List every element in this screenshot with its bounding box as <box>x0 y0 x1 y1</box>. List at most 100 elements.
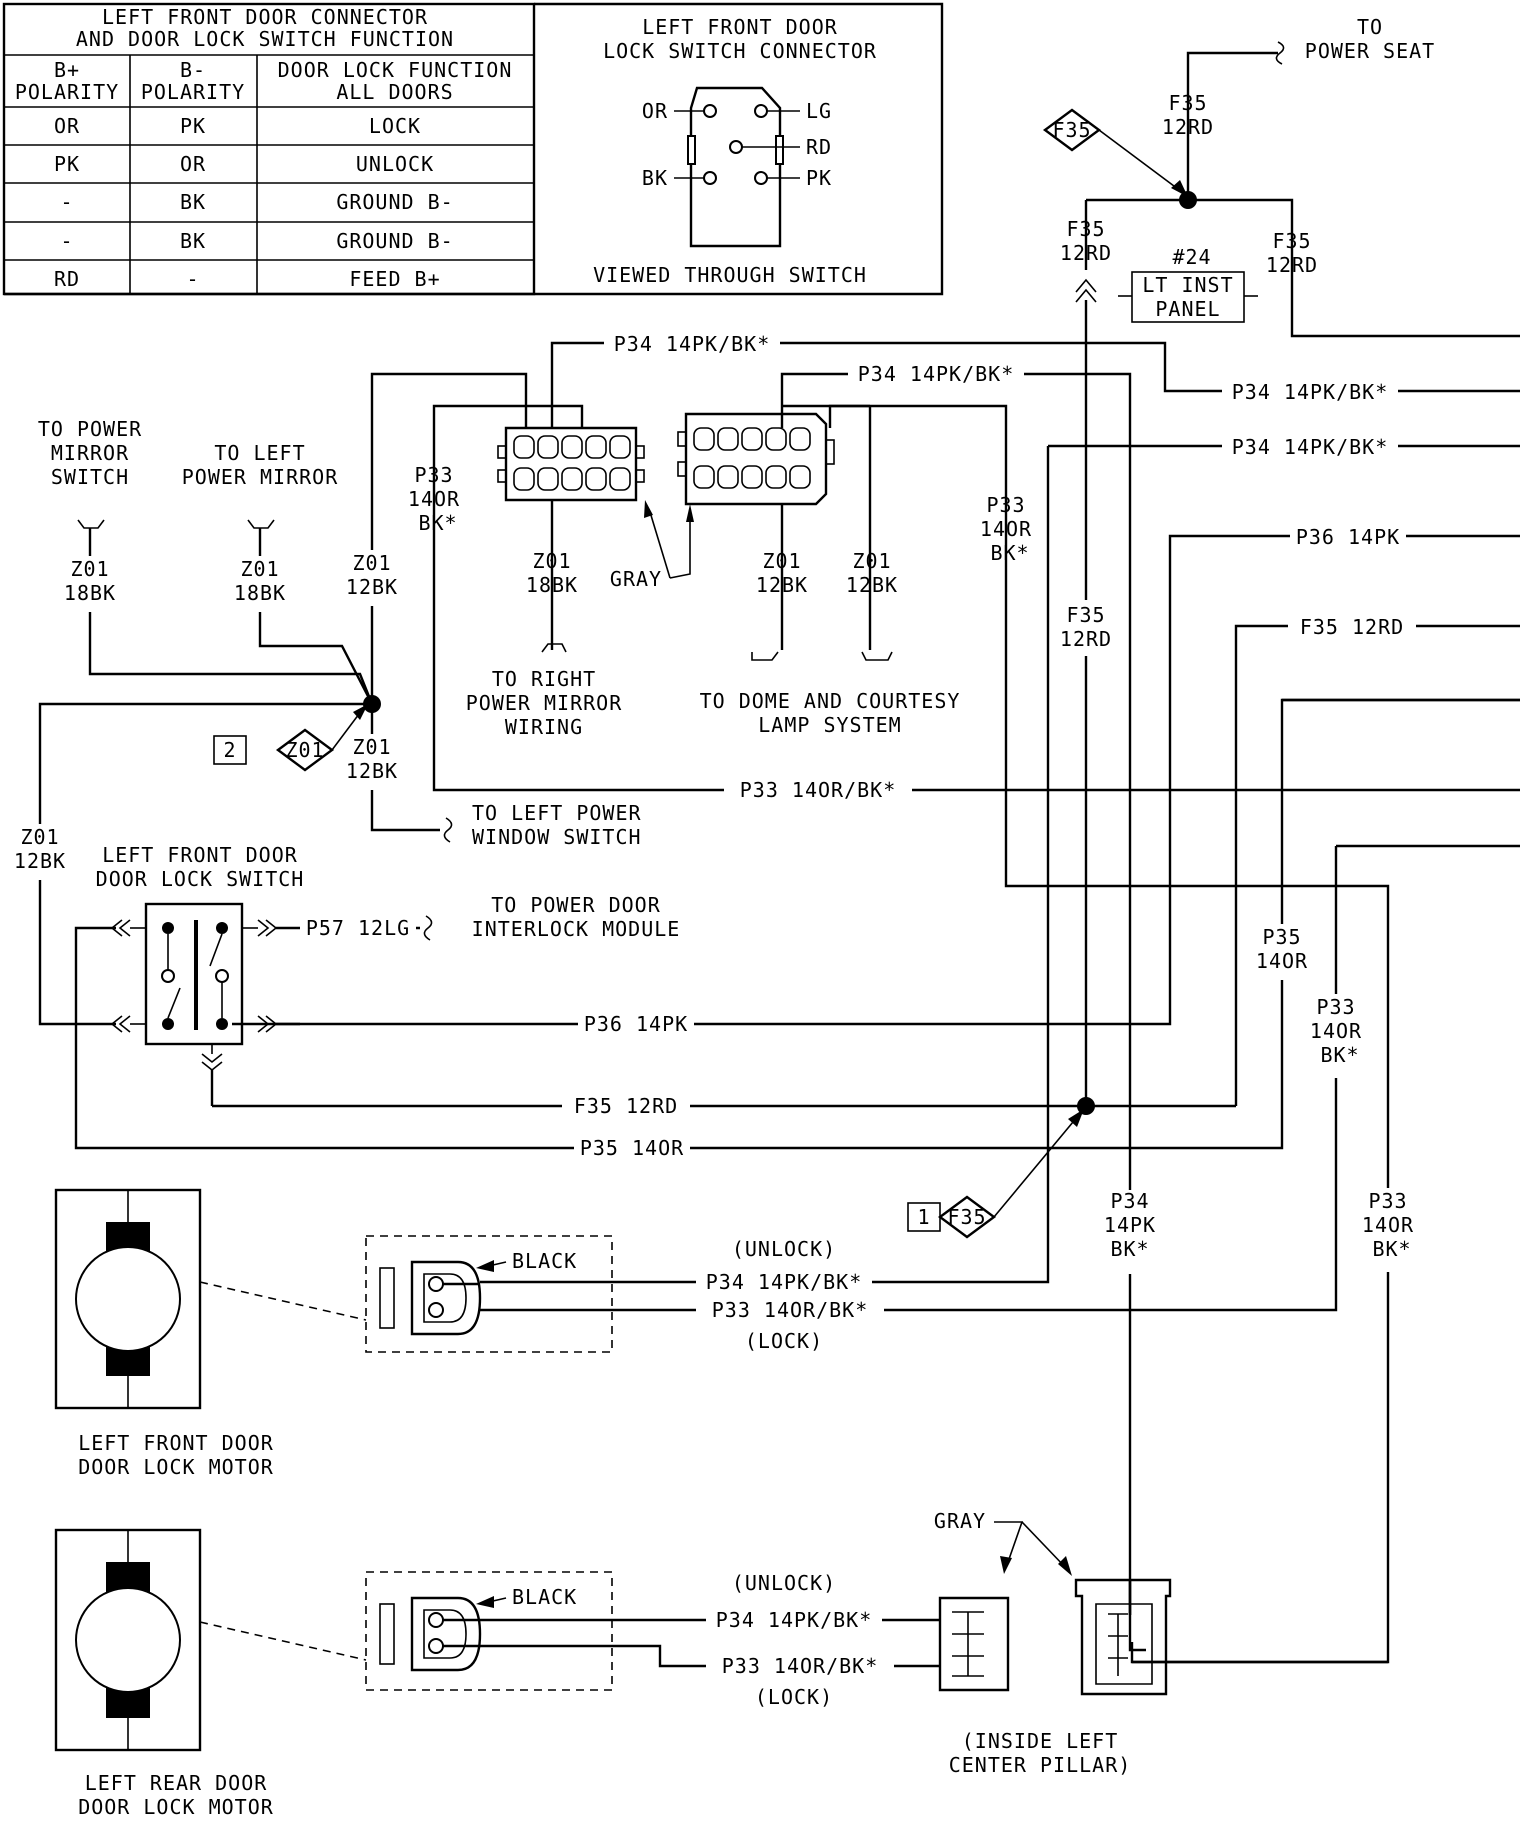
wire-label-f35: F35 <box>1168 91 1207 115</box>
wire-label-12rd: 12RD <box>1060 627 1112 651</box>
unlock-label: (UNLOCK) <box>732 1571 836 1595</box>
table-cell: OR <box>54 114 80 138</box>
lock-switch-body <box>144 902 244 1046</box>
lf-motor-label: LEFT FRONT DOOR <box>78 1431 274 1455</box>
wire-label-bk: BK* <box>1110 1237 1149 1261</box>
wire-label-z01: Z01 <box>352 735 391 759</box>
window-switch-label: TO LEFT POWER <box>472 801 642 825</box>
pin-label-bk: BK <box>642 166 668 190</box>
table-title-1: LEFT FRONT DOOR CONNECTOR <box>102 5 428 29</box>
lf-motor-connector-outline <box>365 1235 613 1353</box>
to-power-seat-label: TO <box>1357 15 1383 39</box>
black-connector-label: BLACK <box>512 1249 577 1273</box>
col-header-b-plus: B+ <box>54 58 80 82</box>
col-header-all-doors: ALL DOORS <box>336 80 453 104</box>
cavity-24-label: #24 <box>1172 245 1211 269</box>
lf-door-lock-switch: P57 12LG P57 12LG TO POWER DOOR INTERLOC… <box>110 893 681 1106</box>
wire-label-z01: Z01 <box>762 549 801 573</box>
right-mirror-label: WIRING <box>505 715 583 739</box>
left-mirror-label: TO LEFT <box>214 441 305 465</box>
pin-rd <box>729 140 743 154</box>
pin-or <box>703 104 717 118</box>
pin-label-or: OR <box>642 99 668 123</box>
pillar-label: CENTER PILLAR) <box>949 1753 1132 1777</box>
wire-label-p34: P34 14PK/BK* <box>858 362 1015 386</box>
lf-motor-armature <box>75 1246 181 1352</box>
wire-label-f35-12rd: F35 12RD <box>574 1094 678 1118</box>
p34-wires: P34 14PK/BK* P34 14PK/BK* P34 14PK/BK* P… <box>480 330 1520 1615</box>
table-cell: - <box>186 267 199 291</box>
wire-label-p34: P34 14PK/BK* <box>716 1608 873 1632</box>
wire-label-12bk: 12BK <box>756 573 808 597</box>
table-cell: - <box>60 190 73 214</box>
window-switch-label: WINDOW SWITCH <box>472 825 642 849</box>
pin-pk <box>754 171 768 185</box>
wire-label-p33: P33 14OR/BK* <box>740 778 897 802</box>
wire-label-p34: P34 14PK/BK* <box>706 1270 863 1294</box>
wire-label-p34: P34 14PK/BK* <box>1232 380 1389 404</box>
wire-label-p36: P36 14PK <box>1296 525 1400 549</box>
col-header-b-plus-polarity: POLARITY <box>15 80 119 104</box>
wire-label-f35: F35 <box>1272 229 1311 253</box>
col-header-b-minus: B- <box>180 58 206 82</box>
wire-label-14or: 14OR <box>980 517 1032 541</box>
table-cell: BK <box>180 229 206 253</box>
dome-lamp-label: TO DOME AND COURTESY <box>700 689 961 713</box>
f35-main-wire: F35 12RD F35 12RD F35 12RD 1 F35 <box>212 300 1520 1239</box>
to-power-seat-label: POWER SEAT <box>1305 39 1435 63</box>
wire-label-12bk: 12BK <box>346 575 398 599</box>
lock-switch-connector-view: LEFT FRONT DOOR LOCK SWITCH CONNECTOR OR… <box>4 2 944 296</box>
p36-p35-wires: P36 14PK P36 14PK P35 14OR P35 14OR <box>74 522 1520 1162</box>
splice-number-2: 2 <box>223 738 236 762</box>
wire-label-bk: BK* <box>418 511 457 535</box>
connector-key <box>687 135 696 165</box>
wire-label-p36: P36 14PK <box>584 1012 688 1036</box>
wire-label-12bk: 12BK <box>846 573 898 597</box>
wire-label-p33: P33 <box>1316 995 1355 1019</box>
wire-label-p34: P34 14PK/BK* <box>1232 435 1389 459</box>
wire-label-14or: 14OR <box>1362 1213 1414 1237</box>
wire-label-p33: P33 <box>1368 1189 1407 1213</box>
black-connector-label: BLACK <box>512 1585 577 1609</box>
right-edge-wire-stubs <box>1128 698 1520 1615</box>
table-cell: OR <box>180 152 206 176</box>
wire-label-p33: P33 14OR/BK* <box>722 1654 879 1678</box>
right-mirror-label: TO RIGHT <box>492 667 596 691</box>
lt-inst-panel-box <box>1131 271 1245 323</box>
table-cell: RD <box>54 267 80 291</box>
wire-label-bk: BK* <box>1372 1237 1411 1261</box>
lock-label: (LOCK) <box>755 1685 833 1709</box>
connector-cavities-right <box>693 427 811 489</box>
col-header-function: DOOR LOCK FUNCTION <box>278 58 513 82</box>
lf-motor-label: DOOR LOCK MOTOR <box>78 1455 274 1479</box>
wire-label-p34: P34 <box>1110 1189 1149 1213</box>
f35-feed-section: TO POWER SEAT F35 12RD F35 F35 12RD F35 … <box>1042 15 1520 338</box>
wire-label-p33: P33 <box>986 493 1025 517</box>
table-cell: LOCK <box>369 114 421 138</box>
lf-motor-connector <box>410 1260 482 1336</box>
door-lock-function-table: LEFT FRONT DOOR CONNECTOR AND DOOR LOCK … <box>2 2 536 296</box>
splice-f35-label: F35 <box>1052 118 1091 142</box>
left-mirror-label: POWER MIRROR <box>182 465 339 489</box>
lt-inst-panel-label: LT INST <box>1142 273 1233 297</box>
gray-connector-label: GRAY <box>934 1509 986 1533</box>
wire-label-bk: BK* <box>990 541 1029 565</box>
lock-label: (LOCK) <box>745 1329 823 1353</box>
door-connector-pair: GRAY Z01 18BK TO RIGHT POWER MIRROR WIRI… <box>466 404 961 739</box>
pillar-connector-right <box>1074 1578 1172 1696</box>
interlock-module-label: TO POWER DOOR <box>491 893 661 917</box>
door-connector-right <box>684 412 828 506</box>
interlock-module-label: INTERLOCK MODULE <box>472 917 681 941</box>
lt-inst-panel-label: PANEL <box>1155 297 1220 321</box>
wire-label-14or: 14OR <box>408 487 460 511</box>
connector-view-title-2: LOCK SWITCH CONNECTOR <box>603 39 877 63</box>
lr-door-lock-motor: BLACK P34 14PK/BK* P33 14OR/BK* (UNLOCK)… <box>54 1528 940 1819</box>
pin-bk <box>703 171 717 185</box>
pillar-label: (INSIDE LEFT <box>962 1729 1119 1753</box>
lr-motor-label: LEFT REAR DOOR <box>85 1771 268 1795</box>
connector-cavities-left <box>513 435 631 491</box>
right-mirror-label: POWER MIRROR <box>466 691 623 715</box>
table-cell: FEED B+ <box>349 267 440 291</box>
wire-label-12rd: 12RD <box>1266 253 1318 277</box>
pin-label-rd: RD <box>806 135 832 159</box>
